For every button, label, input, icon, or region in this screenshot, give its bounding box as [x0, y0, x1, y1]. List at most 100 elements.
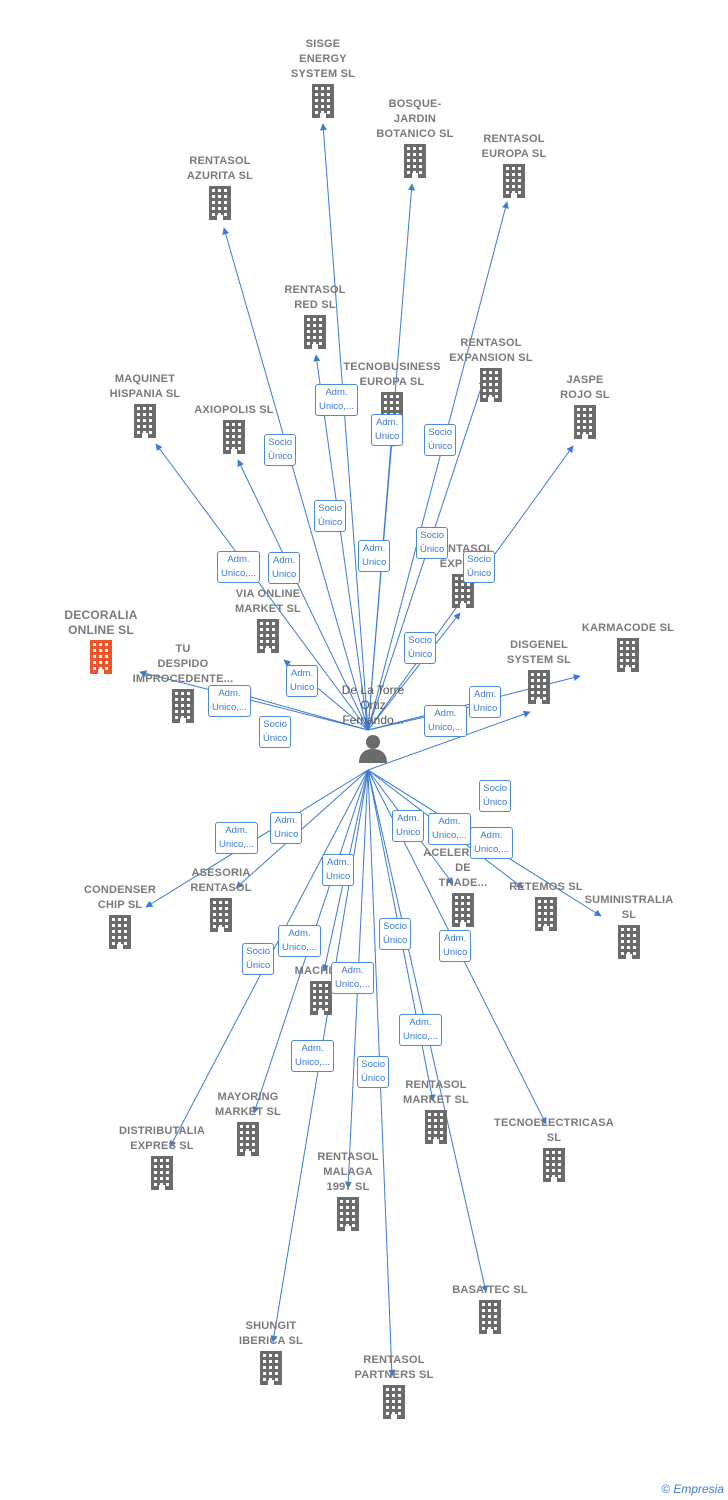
relation-label[interactable]: Adm. Unico — [322, 854, 355, 886]
person-node[interactable]: De La Torre Ortiz Fernando... — [338, 683, 408, 773]
company-node-europa[interactable]: RENTASOL EUROPA SL — [449, 132, 579, 198]
company-name: RENTASOL PARTNERS SL — [354, 1354, 434, 1381]
relation-label[interactable]: Adm. Unico — [469, 686, 502, 718]
edge-europa — [367, 201, 509, 731]
building-icon — [312, 84, 334, 118]
company-node-axiopolis[interactable]: AXIOPOLIS SL — [169, 403, 299, 454]
company-node-viaonline[interactable]: VIA ONLINE MARKET SL — [203, 587, 333, 653]
relation-label[interactable]: Adm. Unico,... — [428, 813, 471, 845]
relation-label[interactable]: Adm. Unico — [268, 552, 301, 584]
company-node-disgenel[interactable]: DISGENEL SYSTEM SL — [474, 638, 604, 704]
relation-label[interactable]: Adm. Unico,... — [291, 1040, 334, 1072]
building-icon — [618, 925, 640, 959]
relation-label[interactable]: Socio Único — [479, 780, 512, 812]
company-name: RENTASOL MALAGA 1997 SL — [317, 1151, 379, 1193]
relation-label[interactable]: Socio Único — [379, 918, 412, 950]
relation-label[interactable]: Socio Único — [404, 632, 437, 664]
building-icon — [310, 981, 332, 1015]
company-node-basaitec[interactable]: BASAITEC SL — [425, 1283, 555, 1334]
company-node-distributalia[interactable]: DISTRIBUTALIA EXPRES SL — [97, 1124, 227, 1190]
company-name: KARMACODE SL — [581, 622, 675, 634]
company-name: CONDENSER CHIP SL — [83, 884, 157, 911]
company-node-sisge[interactable]: SISGE ENERGY SYSTEM SL — [258, 37, 388, 118]
relation-label[interactable]: Adm. Unico,... — [470, 827, 513, 859]
relation-label[interactable]: Socio Único — [424, 424, 457, 456]
building-icon — [404, 144, 426, 178]
company-name: RENTASOL RED SL — [284, 284, 346, 311]
brand-logo[interactable]: Empresia — [673, 1482, 724, 1496]
company-node-red[interactable]: RENTASOL RED SL — [250, 283, 380, 349]
company-node-asesoria[interactable]: ASESORIA RENTASOL — [156, 866, 286, 932]
company-name: RENTASOL EXPANSION SL — [449, 337, 533, 364]
company-node-malaga[interactable]: RENTASOL MALAGA 1997 SL — [283, 1150, 413, 1231]
edge-export — [367, 612, 461, 731]
relation-label[interactable]: Adm. Unico — [270, 812, 303, 844]
company-node-tecnoelectricasa[interactable]: TECNOELECTRICASA SL — [489, 1116, 619, 1182]
company-name: VIA ONLINE MARKET SL — [235, 588, 301, 615]
building-icon — [337, 1197, 359, 1231]
building-icon — [172, 689, 194, 723]
company-node-maquinet[interactable]: MAQUINET HISPANIA SL — [80, 372, 210, 438]
relation-label[interactable]: Adm. Unico,... — [208, 685, 251, 717]
company-name: MAYORING MARKET SL — [215, 1091, 281, 1118]
relation-label[interactable]: Adm. Unico,... — [315, 384, 358, 416]
person-icon — [359, 735, 387, 763]
relation-label[interactable]: Adm. Unico — [286, 665, 319, 697]
company-node-condenser[interactable]: CONDENSER CHIP SL — [55, 883, 185, 949]
relation-label[interactable]: Adm. Unico,... — [215, 822, 258, 854]
company-node-shungit[interactable]: SHUNGIT IBERICA SL — [206, 1319, 336, 1385]
relation-label[interactable]: Socio Único — [259, 716, 292, 748]
company-node-retemos[interactable]: RETEMOS SL — [481, 880, 611, 931]
relation-label[interactable]: Adm. Unico — [392, 810, 425, 842]
company-name: JASPE ROJO SL — [560, 374, 610, 401]
relation-label[interactable]: Socio Único — [314, 500, 347, 532]
building-icon — [543, 1148, 565, 1182]
company-name: BOSQUE- JARDIN BOTANICO SL — [376, 98, 454, 140]
company-name: SHUNGIT IBERICA SL — [239, 1320, 303, 1347]
relation-label[interactable]: Adm. Unico,... — [331, 962, 374, 994]
edge-despido — [139, 670, 369, 731]
relation-label[interactable]: Adm. Unico,... — [424, 705, 467, 737]
building-icon — [617, 638, 639, 672]
relation-label[interactable]: Adm. Unico,... — [399, 1014, 442, 1046]
company-name: RENTASOL AZURITA SL — [186, 155, 254, 182]
relation-label[interactable]: Socio Único — [264, 434, 297, 466]
building-icon — [479, 1300, 501, 1334]
company-node-suministralia[interactable]: SUMINISTRALIA SL — [564, 893, 694, 959]
company-node-despido[interactable]: TU DESPIDO IMPROCEDENTE... — [118, 642, 248, 723]
company-name: AXIOPOLIS SL — [194, 404, 274, 416]
company-name: RENTASOL EUROPA SL — [481, 133, 547, 160]
person-name: De La Torre Ortiz Fernando... — [341, 683, 405, 727]
relation-label[interactable]: Socio Único — [242, 943, 275, 975]
company-name: SUMINISTRALIA SL — [584, 894, 674, 921]
building-icon — [90, 640, 112, 674]
building-icon — [383, 1385, 405, 1419]
company-node-partners[interactable]: RENTASOL PARTNERS SL — [329, 1353, 459, 1419]
company-node-expansion[interactable]: RENTASOL EXPANSION SL — [426, 336, 556, 402]
relation-label[interactable]: Adm. Unico — [439, 930, 472, 962]
building-icon — [535, 897, 557, 931]
building-icon — [528, 670, 550, 704]
relation-label[interactable]: Adm. Unico,... — [278, 925, 321, 957]
relation-label[interactable]: Socio Único — [357, 1056, 390, 1088]
company-name: TECNOELECTRICASA SL — [494, 1117, 614, 1144]
company-name: RETEMOS SL — [509, 881, 583, 893]
relation-label[interactable]: Socio Único — [463, 551, 496, 583]
company-node-decoralia[interactable]: DECORALIA ONLINE SL — [36, 608, 166, 674]
company-node-jaspe[interactable]: JASPE ROJO SL — [520, 373, 650, 439]
company-name: SISGE ENERGY SYSTEM SL — [290, 38, 356, 80]
relation-label[interactable]: Adm. Unico — [371, 414, 404, 446]
building-icon — [109, 915, 131, 949]
company-name: ASESORIA RENTASOL — [190, 867, 252, 894]
relation-label[interactable]: Socio Único — [416, 527, 449, 559]
relation-label[interactable]: Adm. Unico — [358, 540, 391, 572]
company-node-mayoring[interactable]: MAYORING MARKET SL — [183, 1090, 313, 1156]
company-node-azurita[interactable]: RENTASOL AZURITA SL — [155, 154, 285, 220]
relation-label[interactable]: Adm. Unico,... — [217, 551, 260, 583]
company-node-karmacode[interactable]: KARMACODE SL — [563, 621, 693, 672]
building-icon — [134, 404, 156, 438]
company-name: TECNOBUSINESS EUROPA SL — [343, 361, 441, 388]
company-node-bosque[interactable]: BOSQUE- JARDIN BOTANICO SL — [350, 97, 480, 178]
company-node-rmarket[interactable]: RENTASOL MARKET SL — [371, 1078, 501, 1144]
company-name: BASAITEC SL — [452, 1284, 528, 1296]
